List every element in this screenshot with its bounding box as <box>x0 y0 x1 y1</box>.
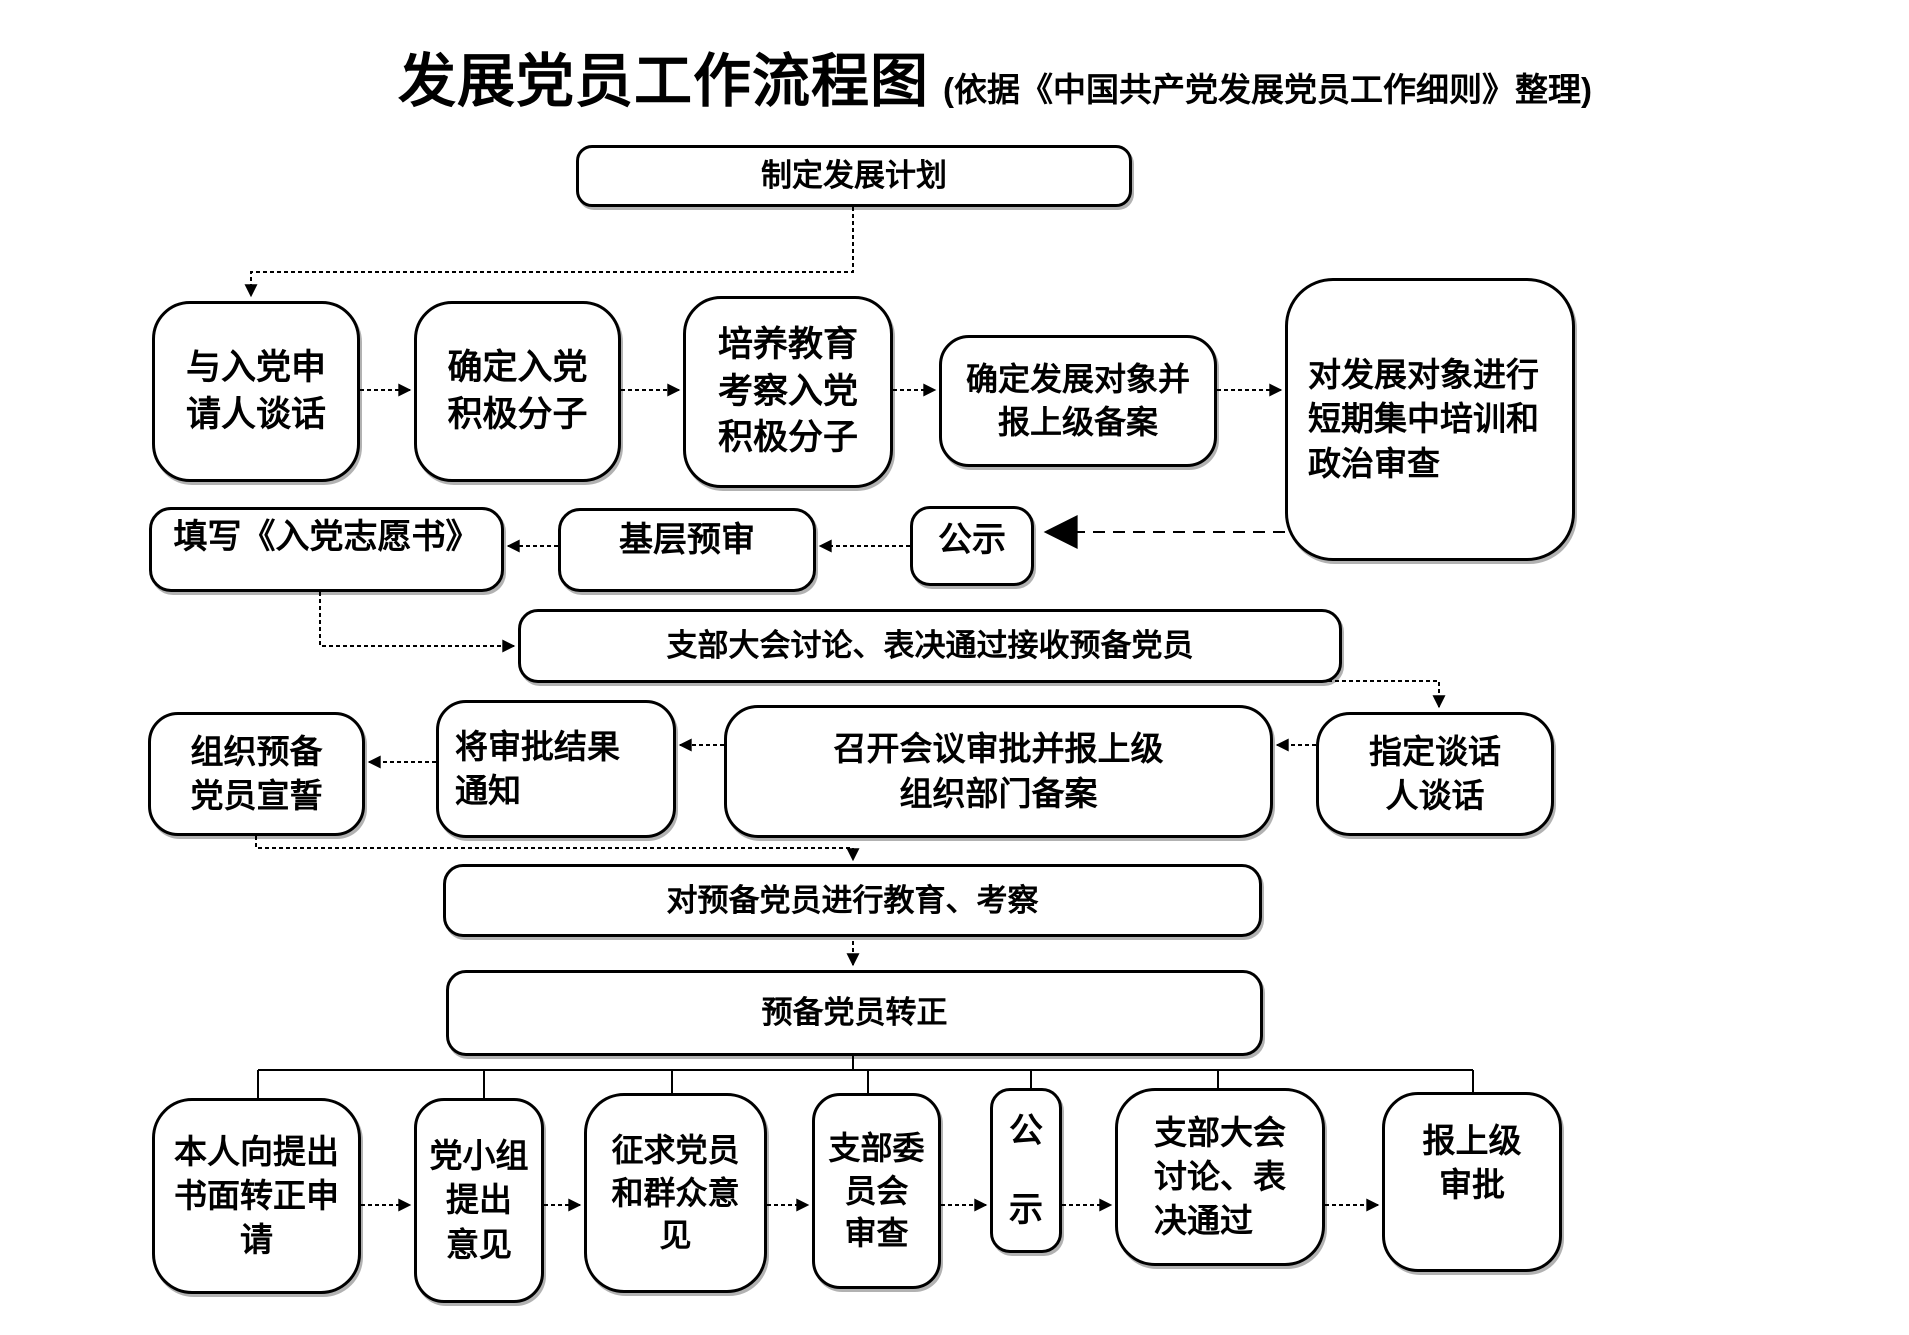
node-probationary-confirmation: 预备党员转正 <box>446 970 1263 1056</box>
node-label: 指定谈话 人谈话 <box>1369 732 1501 814</box>
node-train-educate-inspect-activists: 培养教育 考察入党 积极分子 <box>683 296 893 488</box>
node-label: 填写《入党志愿书》 <box>173 518 480 556</box>
node-label: 培养教育 考察入党 积极分子 <box>717 324 858 458</box>
node-written-confirmation-application: 本人向提出 书面转正申 请 <box>152 1098 361 1294</box>
node-grassroots-pre-review: 基层预审 <box>558 508 816 592</box>
node-educate-inspect-probationary: 对预备党员进行教育、考察 <box>443 864 1262 937</box>
node-label: 对预备党员进行教育、考察 <box>666 882 1039 918</box>
node-branch-meeting-admit-probationary: 支部大会讨论、表决通过接收预备党员 <box>518 609 1342 683</box>
edge-plan-to-talk <box>244 207 854 298</box>
node-public-notice-2: 公 示 <box>990 1088 1062 1253</box>
edge-form-to-branch-meeting <box>319 592 516 653</box>
node-talk-with-applicant: 与入党申 请人谈话 <box>152 301 360 482</box>
node-label: 公 示 <box>1009 1112 1043 1229</box>
node-public-notice-1: 公示 <box>910 506 1034 586</box>
edge-branch-meeting-to-designated-talk <box>922 680 1446 709</box>
node-fill-application-form: 填写《入党志愿书》 <box>149 507 504 592</box>
node-label: 公示 <box>938 521 1006 559</box>
page-title-sub: (依据《中国共产党发展党员工作细则》整理) <box>943 71 1592 108</box>
node-label: 预备党员转正 <box>761 995 948 1031</box>
page-title: 发展党员工作流程图 (依据《中国共产党发展党员工作细则》整理) <box>398 34 1592 118</box>
node-label: 确定发展对象并 报上级备案 <box>965 361 1190 440</box>
node-determine-development-targets: 确定发展对象并 报上级备案 <box>939 335 1217 467</box>
node-label: 制定发展计划 <box>761 158 947 194</box>
node-designated-talk: 指定谈话 人谈话 <box>1316 712 1554 836</box>
node-short-term-training-political-review: 对发展对象进行 短期集中培训和 政治审查 <box>1285 278 1575 561</box>
node-oath-ceremony: 组织预备 党员宣誓 <box>148 712 365 836</box>
node-label: 支部大会讨论、表决通过接收预备党员 <box>666 628 1194 664</box>
node-label: 与入党申 请人谈话 <box>185 347 326 434</box>
node-solicit-opinions: 征求党员 和群众意 见 <box>584 1093 767 1293</box>
node-branch-committee-review: 支部委 员会 审查 <box>812 1093 941 1289</box>
node-label: 对发展对象进行 短期集中培训和 政治审查 <box>1308 356 1539 482</box>
node-label: 确定入党 积极分子 <box>447 347 588 434</box>
node-label: 征求党员 和群众意 见 <box>611 1131 740 1254</box>
node-label: 本人向提出 书面转正申 请 <box>174 1132 339 1259</box>
node-make-development-plan: 制定发展计划 <box>576 145 1132 207</box>
node-notify-approval-result: 将审批结果 通知 <box>436 700 676 838</box>
node-report-superior-approval: 报上级 审批 <box>1382 1092 1562 1272</box>
node-label: 支部大会 讨论、表 决通过 <box>1154 1113 1286 1240</box>
node-determine-activists: 确定入党 积极分子 <box>414 301 621 482</box>
page-title-main: 发展党员工作流程图 <box>398 49 930 114</box>
node-party-group-opinion: 党小组 提出 意见 <box>414 1098 544 1303</box>
node-label: 基层预审 <box>619 521 755 559</box>
node-label: 召开会议审批并报上级 组织部门备案 <box>833 730 1164 812</box>
node-label: 报上级 审批 <box>1422 1122 1522 1204</box>
node-label: 党小组 提出 意见 <box>429 1137 529 1263</box>
node-label: 将审批结果 通知 <box>455 727 620 809</box>
node-branch-meeting-vote: 支部大会 讨论、表 决通过 <box>1115 1088 1325 1266</box>
node-meeting-approval-report: 召开会议审批并报上级 组织部门备案 <box>724 705 1273 838</box>
node-label: 支部委 员会 审查 <box>828 1129 925 1252</box>
node-label: 组织预备 党员宣誓 <box>190 732 323 814</box>
edge-oath-to-educate <box>255 836 860 862</box>
